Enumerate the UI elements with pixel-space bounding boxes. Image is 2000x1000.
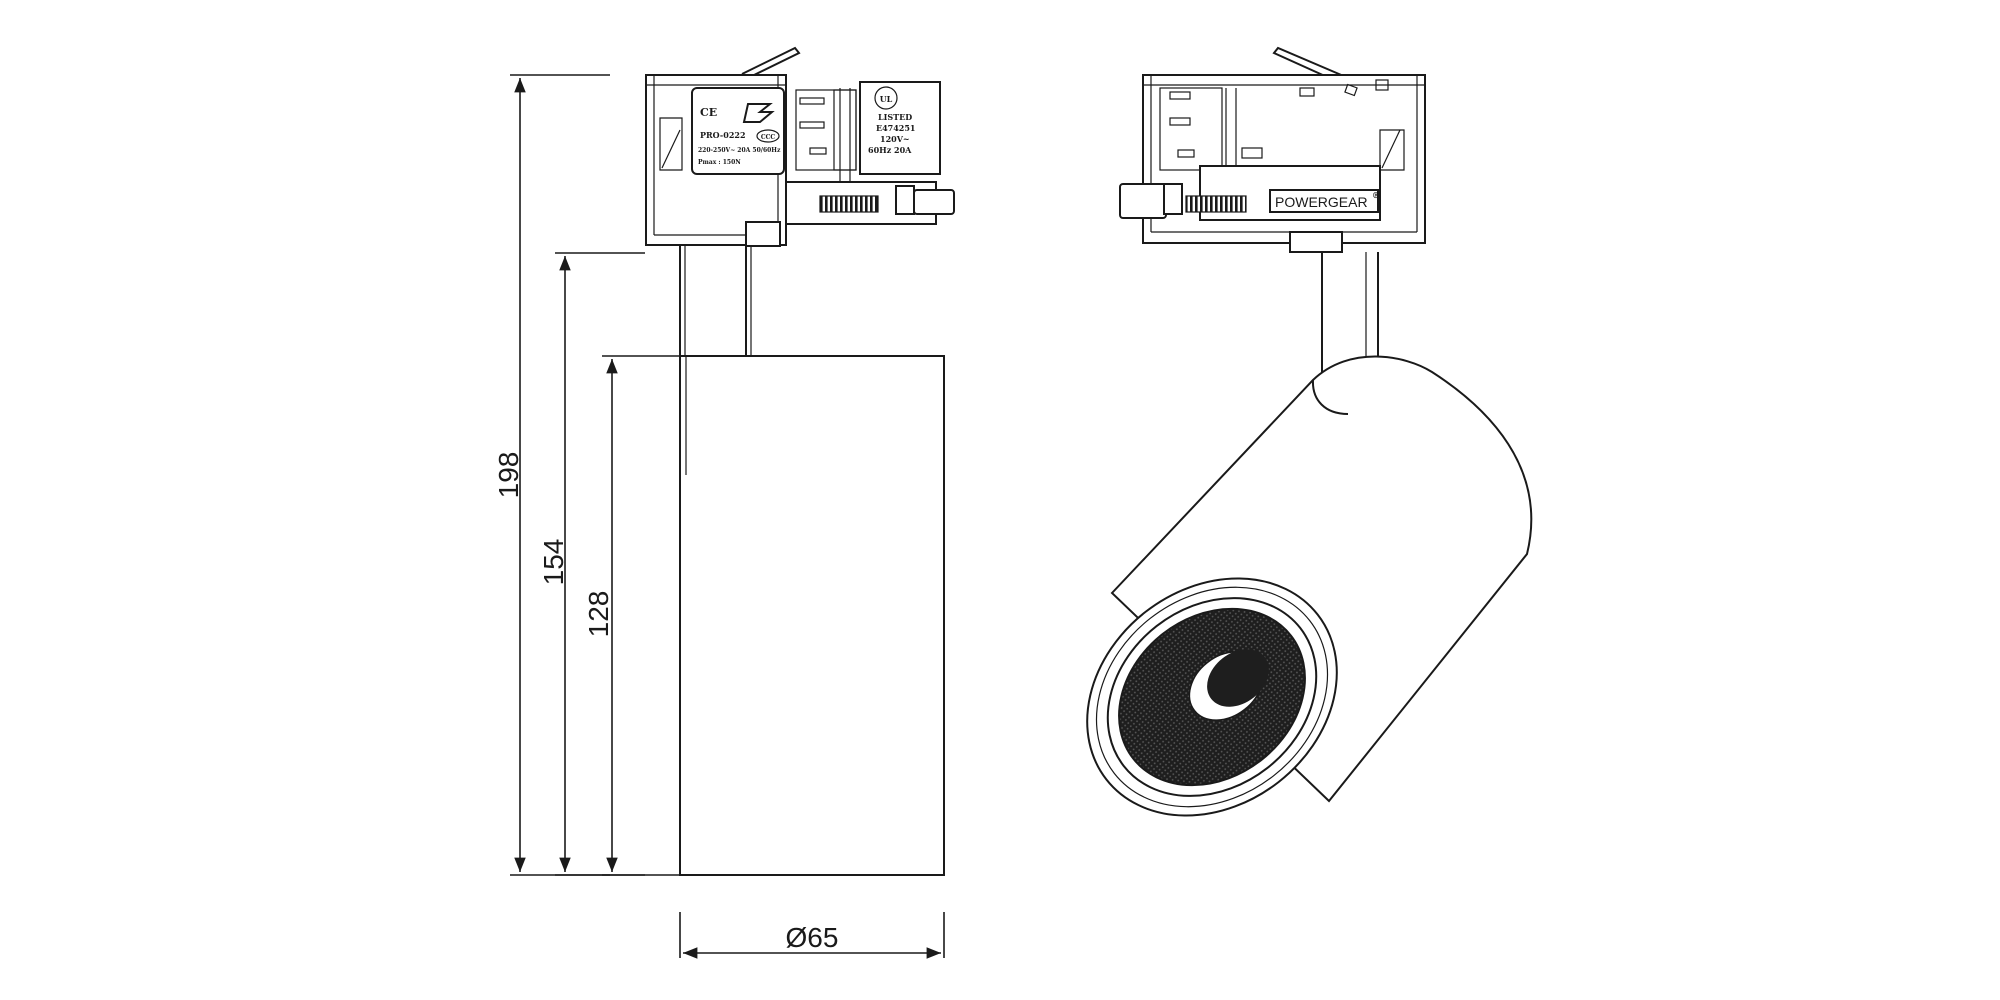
side-view: CE PRO-0222 CCC 220-250V~ 20A 50/60Hz Pm…: [645, 46, 955, 876]
dimension-label-diameter: Ø65: [786, 922, 839, 953]
model-number: PRO-0222: [700, 130, 746, 140]
dimension-label-154: 154: [538, 539, 569, 586]
dimension-total-height: 198: [493, 74, 610, 876]
powergear-brand: POWERGEAR: [1275, 194, 1368, 210]
powergear-label: [1269, 189, 1379, 213]
voltage-rating: 220-250V~ 20A 50/60Hz: [698, 147, 781, 154]
side-view-locking-knob: [819, 195, 879, 213]
dimension-body-height: 128: [583, 355, 680, 876]
ul-rating-voltage: 120V~: [880, 134, 910, 144]
side-view-cylinder-body: [679, 355, 945, 876]
ul-mark-text: UL: [880, 94, 893, 104]
dimension-diameter: Ø65: [679, 912, 945, 959]
dimension-label-198: 198: [493, 452, 524, 499]
ul-file-number: E474251: [876, 123, 916, 133]
dimension-label-128: 128: [583, 591, 614, 638]
powergear-registered: ®: [1372, 190, 1380, 200]
ul-rating-current: 60Hz 20A: [868, 145, 912, 155]
perspective-view: POWERGEAR ®: [1086, 46, 1533, 817]
ccc-badge-text: CCC: [761, 134, 776, 141]
ul-listed: LISTED: [878, 112, 912, 122]
side-view-spring-clip: [741, 46, 801, 78]
ce-mark: CE: [700, 106, 717, 119]
cert-arrow-logo: [742, 103, 775, 123]
perspective-view-mount-block: [1289, 231, 1343, 253]
side-view-cert-label: [691, 87, 785, 175]
ul-mark: [874, 86, 898, 110]
power-rating: Pmax : 150N: [698, 159, 741, 166]
ccc-badge: [756, 129, 780, 143]
perspective-view-locking-knob: [1185, 195, 1247, 213]
side-view-ul-label: [859, 81, 941, 175]
dimension-adapter-height: 154: [538, 252, 645, 876]
perspective-view-spring-clip: [1272, 46, 1347, 82]
